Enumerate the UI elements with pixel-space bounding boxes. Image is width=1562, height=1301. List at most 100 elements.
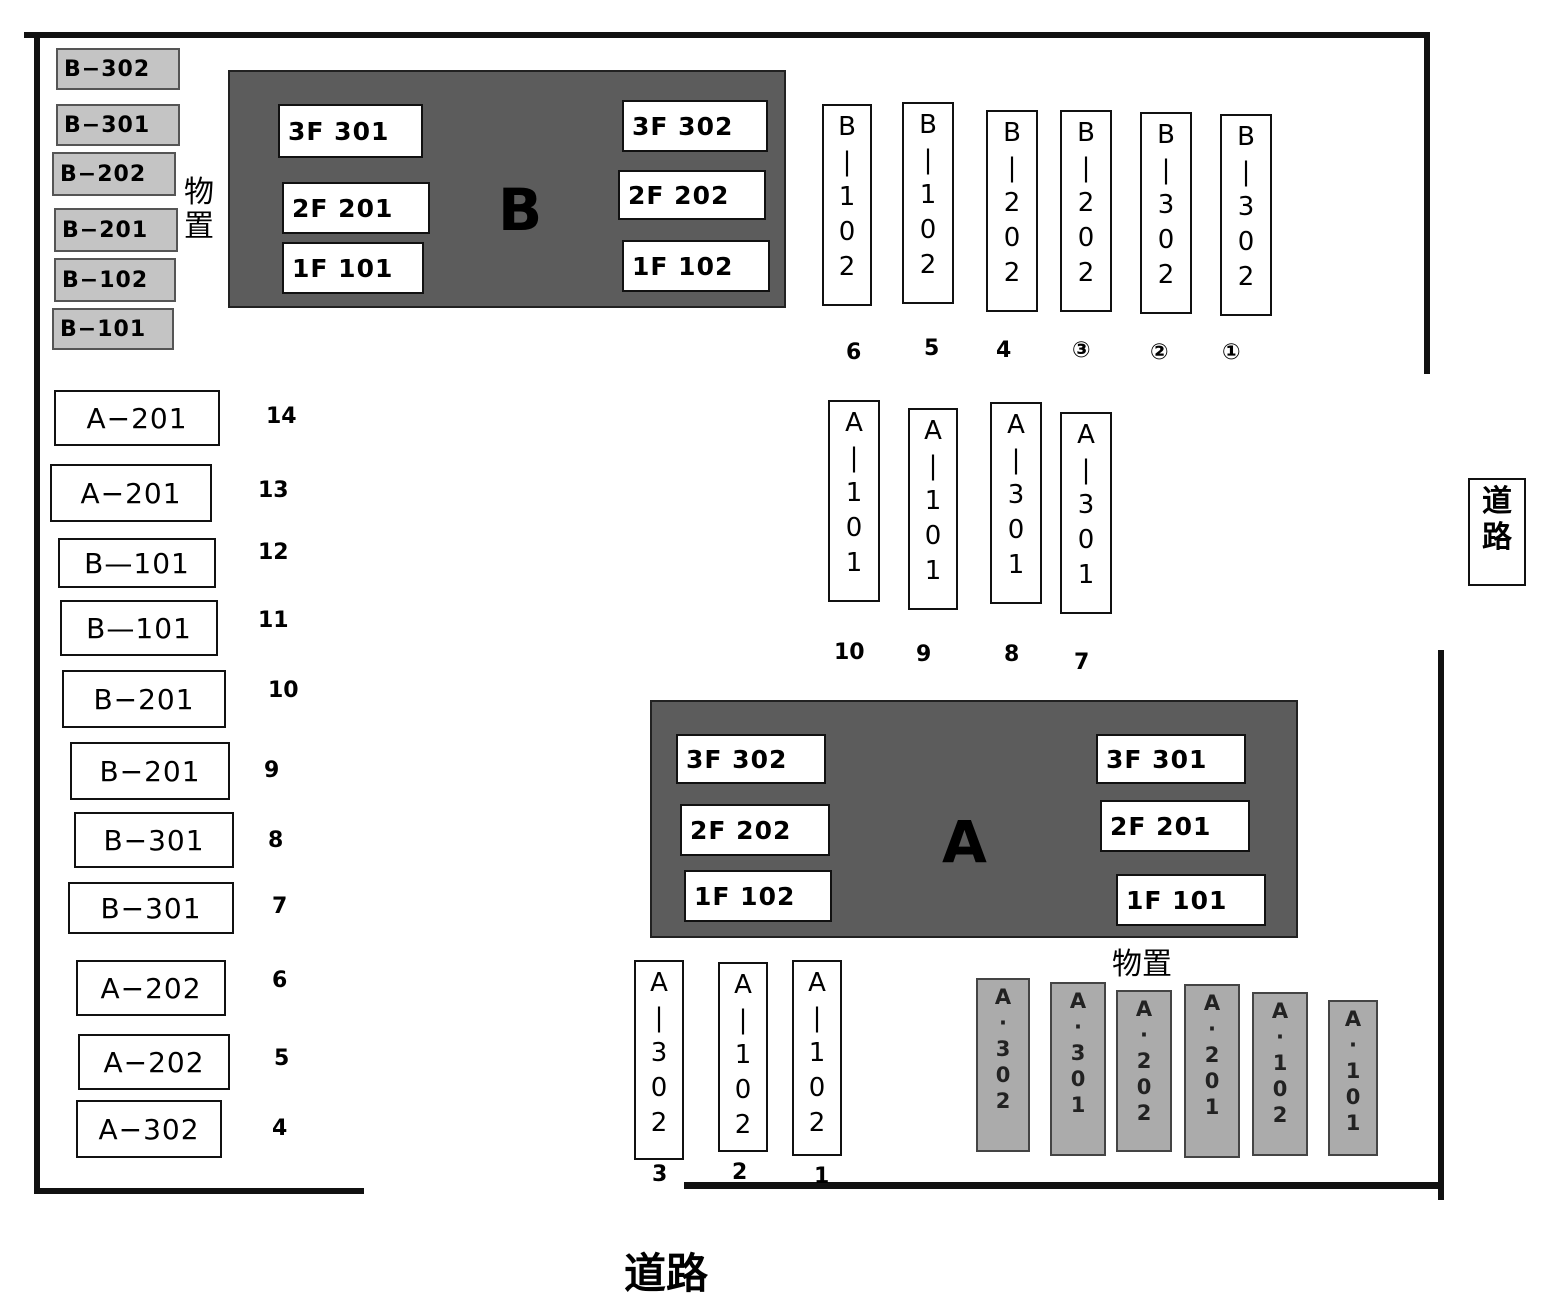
slot-label: A | 1 0 2 xyxy=(734,970,752,1140)
boundary-right-lower xyxy=(1438,650,1444,1200)
building-a-unit: 3F 302 xyxy=(676,734,826,784)
parking-number: 13 xyxy=(258,478,289,503)
parking-number: 6 xyxy=(272,968,288,993)
parking-number: ① xyxy=(1222,340,1241,365)
storage-a-label: A · 3 0 2 xyxy=(994,985,1012,1113)
slot-label: A | 3 0 1 xyxy=(1007,410,1025,580)
storage-a-slot: A · 3 0 1 xyxy=(1050,982,1106,1156)
slot-label: B | 2 0 2 xyxy=(1077,118,1095,288)
road-label-right-text: 道路 xyxy=(1482,484,1512,555)
storage-label-b: 物置 xyxy=(184,176,218,244)
building-a-letter: A xyxy=(942,808,987,876)
slot-label: A | 3 0 1 xyxy=(1077,420,1095,590)
building-a-unit: 1F 101 xyxy=(1116,874,1266,926)
parking-slot-vertical: B | 2 0 2 xyxy=(986,110,1038,312)
parking-number: 14 xyxy=(266,404,297,429)
road-label-bottom: 道路 xyxy=(624,1249,709,1298)
parking-number: 11 xyxy=(258,608,289,633)
parking-slot: B−301 xyxy=(68,882,234,934)
building-b-unit: 1F 101 xyxy=(282,242,424,294)
storage-a-slot: A · 1 0 1 xyxy=(1328,1000,1378,1156)
building-b-unit: 3F 301 xyxy=(278,104,423,158)
parking-slot-vertical: A | 1 0 1 xyxy=(908,408,958,610)
building-a-unit: 3F 301 xyxy=(1096,734,1246,784)
parking-slot: A−302 xyxy=(76,1100,222,1158)
road-label-right: 道路 xyxy=(1468,478,1526,586)
parking-slot: B−301 xyxy=(74,812,234,868)
parking-number: 8 xyxy=(268,828,284,853)
boundary-bottom-left xyxy=(36,1188,364,1194)
parking-slot-vertical: A | 1 0 2 xyxy=(718,962,768,1152)
parking-slot: B−201 xyxy=(70,742,230,800)
parking-number: 7 xyxy=(272,894,288,919)
parking-slot-vertical: B | 1 0 2 xyxy=(822,104,872,306)
parking-slot: A−202 xyxy=(78,1034,230,1090)
parking-number: 2 xyxy=(732,1160,748,1185)
building-b-unit: 2F 201 xyxy=(282,182,430,234)
parking-number: 8 xyxy=(1004,642,1020,667)
parking-slot: A−201 xyxy=(50,464,212,522)
parking-slot: B—101 xyxy=(58,538,216,588)
parking-slot-vertical: B | 3 0 2 xyxy=(1220,114,1272,316)
parking-slot-vertical: A | 3 0 2 xyxy=(634,960,684,1160)
parking-number: 12 xyxy=(258,540,289,565)
boundary-bottom-right xyxy=(684,1182,1442,1189)
parking-number: 5 xyxy=(274,1046,290,1071)
storage-label-a: 物置 xyxy=(1112,947,1172,982)
storage-a-slot: A · 3 0 2 xyxy=(976,978,1030,1152)
parking-slot: B−201 xyxy=(62,670,226,728)
storage-b-slot: B−302 xyxy=(56,48,180,90)
parking-number: 4 xyxy=(996,338,1012,363)
building-a-unit: 2F 202 xyxy=(680,804,830,856)
slot-label: A | 1 0 1 xyxy=(845,408,863,578)
storage-a-slot: A · 2 0 2 xyxy=(1116,990,1172,1152)
boundary-right-upper xyxy=(1424,32,1430,374)
storage-b-slot: B−202 xyxy=(52,152,176,196)
parking-number: 4 xyxy=(272,1116,288,1141)
storage-a-label: A · 2 0 2 xyxy=(1135,997,1153,1125)
parking-number: 1 xyxy=(814,1164,830,1189)
parking-slot-vertical: A | 1 0 1 xyxy=(828,400,880,602)
storage-label-text: 物置 xyxy=(184,175,214,244)
storage-a-label: A · 3 0 1 xyxy=(1069,989,1087,1117)
storage-a-slot: A · 2 0 1 xyxy=(1184,984,1240,1158)
parking-slot-vertical: B | 1 0 2 xyxy=(902,102,954,304)
parking-number: 9 xyxy=(264,758,280,783)
slot-label: B | 3 0 2 xyxy=(1237,122,1255,292)
building-a-unit: 2F 201 xyxy=(1100,800,1250,852)
parking-number: ② xyxy=(1150,340,1169,365)
parking-slot-vertical: B | 2 0 2 xyxy=(1060,110,1112,312)
slot-label: A | 1 0 1 xyxy=(924,416,942,586)
parking-number: 6 xyxy=(846,340,862,365)
parking-number: 10 xyxy=(268,678,299,703)
parking-number: 5 xyxy=(924,336,940,361)
boundary-left xyxy=(34,36,40,1194)
building-b-unit: 3F 302 xyxy=(622,100,768,152)
slot-label: A | 3 0 2 xyxy=(650,968,668,1138)
parking-slot-vertical: A | 1 0 2 xyxy=(792,960,842,1156)
building-b-unit: 2F 202 xyxy=(618,170,766,220)
building-b-letter: B xyxy=(498,176,543,244)
parking-number: 3 xyxy=(652,1162,668,1187)
boundary-top xyxy=(24,32,1428,38)
slot-label: A | 1 0 2 xyxy=(808,968,826,1138)
parking-slot: A−201 xyxy=(54,390,220,446)
storage-a-label: A · 2 0 1 xyxy=(1203,991,1221,1119)
storage-a-label: A · 1 0 2 xyxy=(1271,999,1289,1127)
storage-a-slot: A · 1 0 2 xyxy=(1252,992,1308,1156)
parking-slot-vertical: A | 3 0 1 xyxy=(1060,412,1112,614)
slot-label: B | 1 0 2 xyxy=(838,112,856,282)
parking-number: 10 xyxy=(834,640,865,665)
parking-slot: B—101 xyxy=(60,600,218,656)
building-b-unit: 1F 102 xyxy=(622,240,770,292)
parking-slot-vertical: A | 3 0 1 xyxy=(990,402,1042,604)
parking-number: 7 xyxy=(1074,650,1090,675)
slot-label: B | 1 0 2 xyxy=(919,110,937,280)
storage-b-slot: B−301 xyxy=(56,104,180,146)
parking-number: 9 xyxy=(916,642,932,667)
storage-b-slot: B−102 xyxy=(54,258,176,302)
building-a-unit: 1F 102 xyxy=(684,870,832,922)
storage-b-slot: B−101 xyxy=(52,308,174,350)
parking-slot-vertical: B | 3 0 2 xyxy=(1140,112,1192,314)
slot-label: B | 2 0 2 xyxy=(1003,118,1021,288)
